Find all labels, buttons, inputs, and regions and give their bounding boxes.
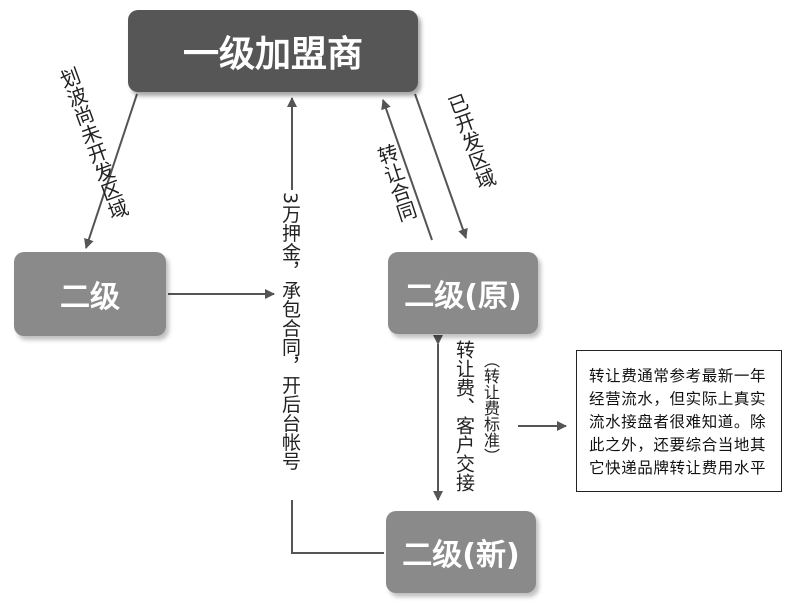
level2-new-box: 二级(新) — [386, 511, 536, 593]
arrow-top-to-original — [414, 93, 468, 239]
level2-original-box: 二级(原) — [388, 252, 538, 334]
top-franchisee-box: 一级加盟商 — [128, 10, 418, 92]
label-transfer-fee: 转让费、客户交接 — [453, 340, 475, 492]
level2-box: 二级 — [14, 252, 166, 336]
label-fee-standard: （转让费标准） — [481, 352, 500, 464]
arrow-original-to-top — [381, 99, 433, 241]
arrow-new-to-top — [291, 500, 384, 554]
transfer-fee-note: 转让费通常参考最新一年经营流水，但实际上真实流水接盘者很难知道。除此之外，还要综… — [576, 350, 782, 492]
label-deposit-contract: 3万押金，承包合同，开后台帐号 — [279, 190, 301, 473]
arrow-top-to-level2 — [84, 93, 138, 249]
